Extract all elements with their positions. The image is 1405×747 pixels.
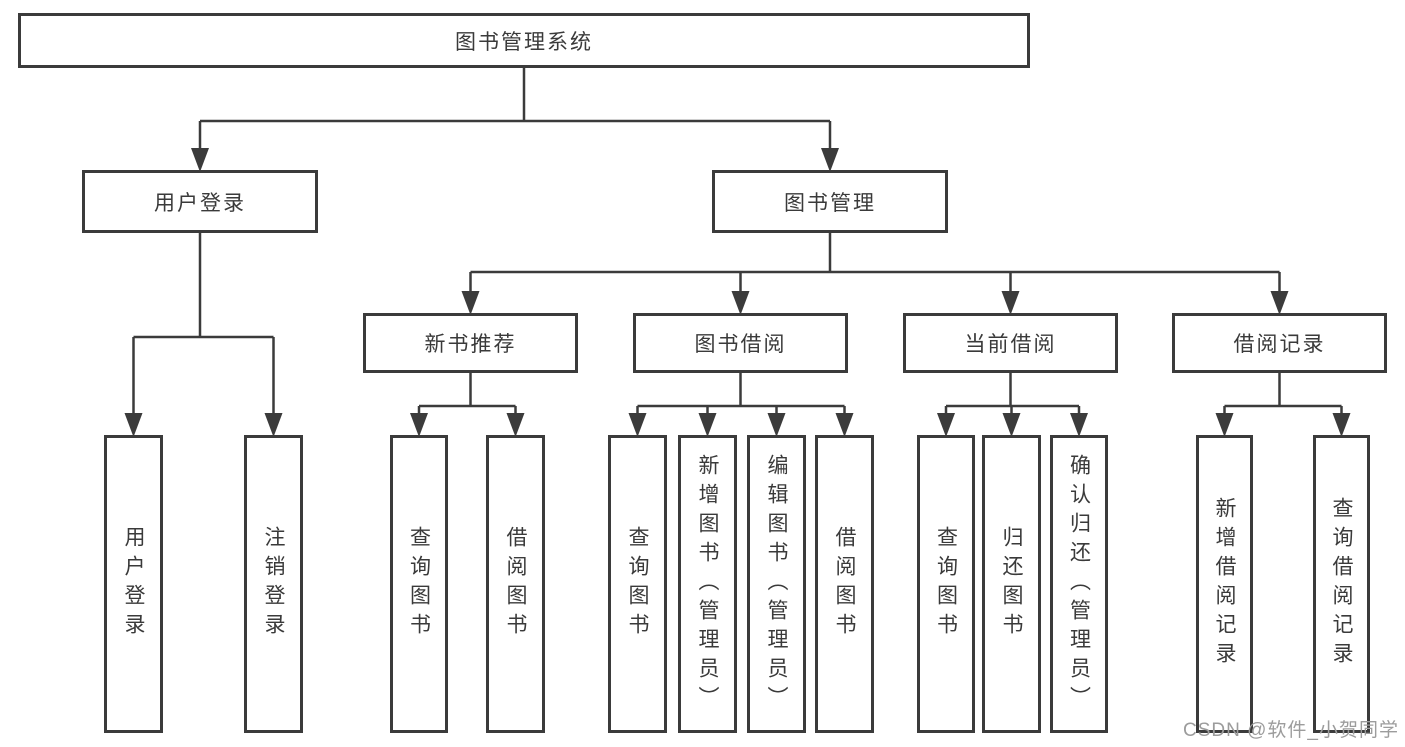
leaf-borrow-books-recommend-label: 借阅图书 bbox=[504, 526, 528, 642]
leaf-edit-book-admin-label: 编辑图书（管理员） bbox=[765, 453, 789, 715]
node-book-management-label: 图书管理 bbox=[784, 191, 876, 215]
node-current-borrow: 当前借阅 bbox=[903, 313, 1118, 373]
node-borrow-records-label: 借阅记录 bbox=[1233, 333, 1326, 356]
leaf-user-login: 用户登录 bbox=[104, 435, 163, 733]
leaf-user-login-label: 用户登录 bbox=[122, 526, 146, 642]
leaf-confirm-return-admin-label: 确认归还（管理员） bbox=[1067, 453, 1091, 715]
node-borrow-records: 借阅记录 bbox=[1172, 313, 1387, 373]
leaf-logout-label: 注销登录 bbox=[262, 526, 286, 642]
leaf-borrow-books: 借阅图书 bbox=[815, 435, 874, 733]
node-new-book-recommend-label: 新书推荐 bbox=[424, 333, 517, 356]
node-root-system: 图书管理系统 bbox=[18, 13, 1030, 68]
leaf-query-books-recommend-label: 查询图书 bbox=[407, 526, 431, 642]
leaf-query-books-borrow: 查询图书 bbox=[608, 435, 667, 733]
leaf-query-books-current: 查询图书 bbox=[917, 435, 975, 733]
node-user-login-label: 用户登录 bbox=[154, 191, 246, 215]
leaf-add-book-admin: 新增图书（管理员） bbox=[678, 435, 737, 733]
leaf-query-borrow-record-label: 查询借阅记录 bbox=[1330, 497, 1354, 671]
node-book-borrow-label: 图书借阅 bbox=[694, 333, 787, 356]
leaf-query-borrow-record: 查询借阅记录 bbox=[1313, 435, 1370, 733]
leaf-query-books-current-label: 查询图书 bbox=[934, 526, 958, 642]
leaf-borrow-books-recommend: 借阅图书 bbox=[486, 435, 545, 733]
leaf-add-borrow-record-label: 新增借阅记录 bbox=[1213, 497, 1237, 671]
leaf-return-book-label: 归还图书 bbox=[1000, 526, 1024, 642]
leaf-edit-book-admin: 编辑图书（管理员） bbox=[747, 435, 806, 733]
leaf-logout: 注销登录 bbox=[244, 435, 303, 733]
leaf-confirm-return-admin: 确认归还（管理员） bbox=[1050, 435, 1108, 733]
leaf-add-borrow-record: 新增借阅记录 bbox=[1196, 435, 1253, 733]
node-root-label: 图书管理系统 bbox=[455, 30, 593, 54]
leaf-return-book: 归还图书 bbox=[982, 435, 1041, 733]
leaf-query-books-recommend: 查询图书 bbox=[390, 435, 448, 733]
node-book-management-branch: 图书管理 bbox=[712, 170, 948, 233]
leaf-borrow-books-label: 借阅图书 bbox=[833, 526, 857, 642]
node-user-login-branch: 用户登录 bbox=[82, 170, 318, 233]
node-book-borrow: 图书借阅 bbox=[633, 313, 848, 373]
node-current-borrow-label: 当前借阅 bbox=[964, 333, 1057, 356]
node-new-book-recommend: 新书推荐 bbox=[363, 313, 578, 373]
leaf-add-book-admin-label: 新增图书（管理员） bbox=[696, 453, 720, 715]
leaf-query-books-borrow-label: 查询图书 bbox=[626, 526, 650, 642]
csdn-watermark: CSDN @软件_小贺同学 bbox=[1183, 720, 1399, 741]
